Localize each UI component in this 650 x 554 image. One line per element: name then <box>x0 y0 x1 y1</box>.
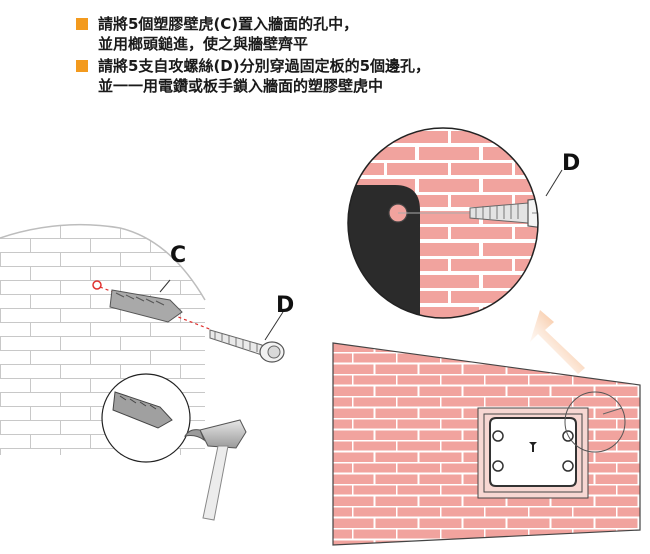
step-2-line-1: 請將5支自攻螺絲(D)分別穿過固定板的5個邊孔， <box>98 57 431 75</box>
plastic-anchor-c <box>92 279 213 331</box>
bullet-square-icon <box>76 18 88 30</box>
step-1-line-1: 請將5個塑膠壁虎(C)置入牆面的孔中， <box>98 15 359 33</box>
hammer-icon <box>183 419 247 521</box>
instructions: 請將5個塑膠壁虎(C)置入牆面的孔中， 並用榔頭鎚進，使之與牆壁齊平 請將5支自… <box>76 14 636 98</box>
step-2-line-2: 並一一用電鑽或板手鎖入牆面的塑膠壁虎中 <box>98 77 384 95</box>
label-screw-d: D <box>276 293 294 318</box>
label-screw-d-zoom: D <box>562 151 580 176</box>
brick-wall-with-plate <box>332 342 641 546</box>
label-anchor-c: C <box>170 243 186 268</box>
zoom-arrow-icon <box>530 310 585 374</box>
step-1-line-2: 並用榔頭鎚進，使之與牆壁齊平 <box>98 35 309 53</box>
instruction-step-1: 請將5個塑膠壁虎(C)置入牆面的孔中， 並用榔頭鎚進，使之與牆壁齊平 <box>76 14 636 54</box>
anchor-detail-circle <box>101 373 191 463</box>
instruction-step-2: 請將5支自攻螺絲(D)分別穿過固定板的5個邊孔， 並一一用電鑽或板手鎖入牆面的塑… <box>76 56 636 96</box>
screw-d-left <box>209 311 285 363</box>
bullet-square-icon <box>76 60 88 72</box>
screw-zoom-circle <box>347 127 563 319</box>
